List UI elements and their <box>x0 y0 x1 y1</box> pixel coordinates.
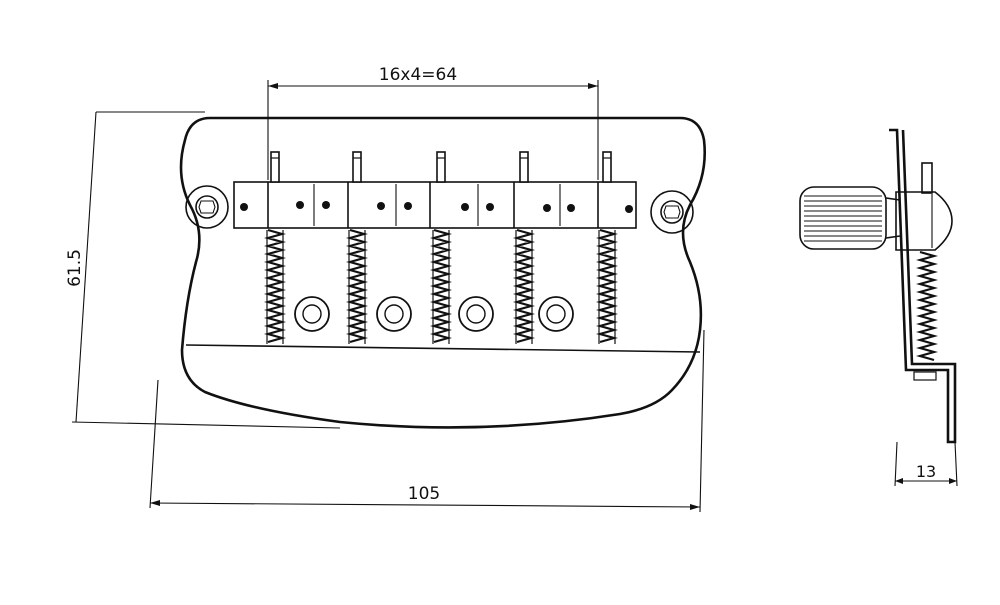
bridge-front-view: 16x4=64 61.5 105 <box>65 65 706 513</box>
string-hole-outer <box>538 296 574 332</box>
side-screw-stub <box>921 162 933 194</box>
saddle-post <box>602 151 612 183</box>
string-hole-inner <box>546 304 566 324</box>
string-hole-inner <box>302 304 322 324</box>
side-spring-coil <box>915 250 939 362</box>
height-screw-dot <box>486 203 494 211</box>
left-mount-screw <box>185 185 229 229</box>
knob-knurl-lines <box>804 195 882 242</box>
height-screw-dot <box>461 203 469 211</box>
intonation-spring <box>429 228 453 344</box>
intonation-knob <box>799 186 901 250</box>
height-screw-dot <box>567 204 575 212</box>
string-hole-inner <box>384 304 404 324</box>
string-hole-outer <box>376 296 412 332</box>
bridge-side-view: 13 <box>799 128 958 487</box>
width-dimension: 105 <box>149 329 705 513</box>
bottom-flange <box>185 344 701 353</box>
saddle-row <box>233 181 637 229</box>
side-slot <box>913 371 937 381</box>
saddle-posts <box>270 151 612 183</box>
height-screw-dot <box>240 203 248 211</box>
intonation-spring <box>263 228 287 344</box>
intonation-spring <box>512 228 536 344</box>
side-plate-profile <box>889 128 957 444</box>
string-hole-outer <box>294 296 330 332</box>
height-screw-dot <box>296 201 304 209</box>
side-saddle-block <box>895 191 953 251</box>
saddle-post <box>519 151 529 183</box>
saddle-post <box>436 151 446 183</box>
width-label: 105 <box>408 484 440 504</box>
intonation-spring <box>595 228 619 344</box>
height-screw-dot <box>377 202 385 210</box>
height-screw-dot <box>322 201 330 209</box>
intonation-springs <box>263 228 619 344</box>
height-dimension: 61.5 <box>65 111 341 429</box>
intonation-spring <box>345 228 369 344</box>
string-through-holes <box>294 296 574 332</box>
saddle-height-screws <box>240 201 633 213</box>
spacing-label: 16x4=64 <box>379 65 457 85</box>
string-hole-inner <box>466 304 486 324</box>
height-screw-dot <box>404 202 412 210</box>
right-mount-screw <box>650 190 694 234</box>
depth-label: 13 <box>916 462 936 481</box>
height-screw-dot <box>543 204 551 212</box>
spacing-dimension: 16x4=64 <box>267 65 599 180</box>
side-height-spring <box>913 250 939 381</box>
depth-dimension: 13 <box>894 441 958 487</box>
string-hole-outer <box>458 296 494 332</box>
height-screw-dot <box>625 205 633 213</box>
height-label: 61.5 <box>65 249 85 287</box>
saddle-post <box>352 151 362 183</box>
saddle-post <box>270 151 280 183</box>
